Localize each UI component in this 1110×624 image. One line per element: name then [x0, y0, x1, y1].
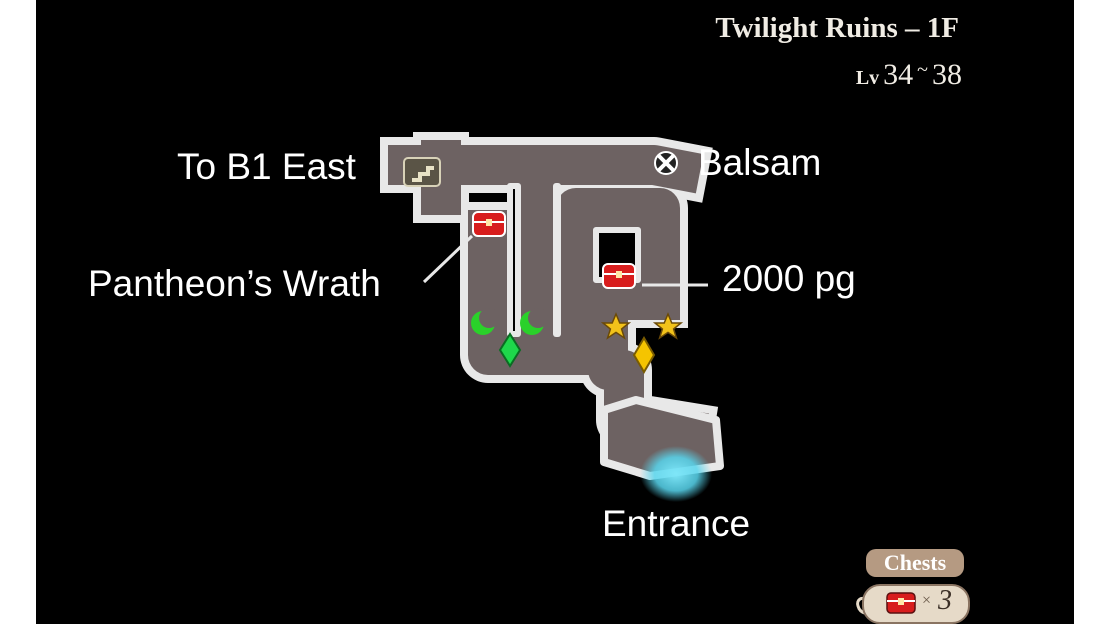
times-sign: × [922, 592, 932, 609]
stairs-icon[interactable] [403, 157, 441, 187]
x-mark-icon[interactable] [654, 151, 678, 175]
game-screen: Twilight Ruins – 1F Lv 34 ~ 38 To B1 Eas… [36, 0, 1074, 624]
star-icon [600, 312, 632, 340]
treasure-chest-icon [886, 592, 916, 614]
chest-counter: × 3 [848, 582, 970, 624]
level-prefix: Lv [855, 67, 880, 89]
chest-count: 3 [938, 585, 952, 616]
treasure-chest-icon[interactable] [472, 211, 506, 237]
treasure-chest-icon[interactable] [602, 263, 636, 289]
crescent-moon-icon [471, 308, 499, 335]
star-icon [652, 312, 684, 340]
label-to-b1-east: To B1 East [177, 146, 356, 187]
label-pantheons-wrath: Pantheon’s Wrath [88, 263, 381, 304]
crystal-icon [632, 336, 656, 374]
leader-line-pantheons-wrath [422, 234, 474, 284]
dungeon-map [380, 132, 724, 502]
chest-count-pill [862, 584, 970, 624]
label-gold: 2000 pg [722, 258, 856, 299]
label-balsam: Balsam [698, 142, 822, 183]
area-title: Twilight Ruins – 1F [715, 12, 959, 44]
label-entrance: Entrance [602, 503, 751, 544]
level-min: 34 [883, 58, 914, 91]
chests-title: Chests [866, 549, 964, 577]
level-range: Lv 34 ~ 38 [856, 58, 962, 92]
level-separator: ~ [917, 59, 928, 81]
crystal-icon [498, 332, 522, 368]
crescent-moon-icon [520, 308, 548, 335]
level-max: 38 [932, 58, 962, 91]
entrance-room [600, 396, 724, 502]
